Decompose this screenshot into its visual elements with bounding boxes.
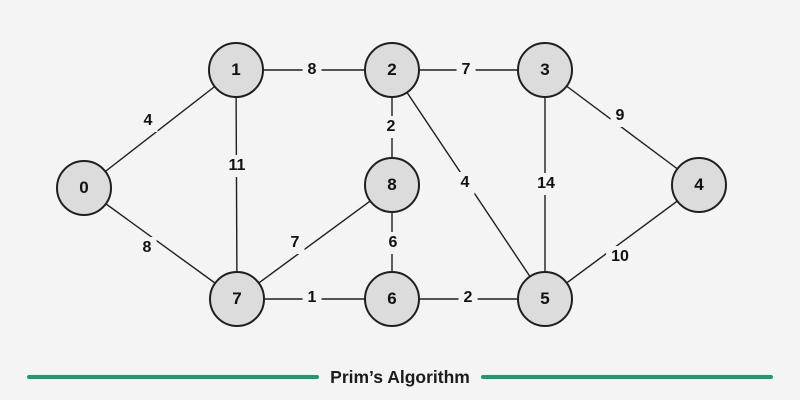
edge-weight-label-3-4: 9 [610,105,630,127]
graph-node-2: 2 [364,42,420,98]
edge-weight-label-1-7: 11 [223,155,251,177]
edge-weight-label-3-5: 14 [532,173,560,195]
graph-node-0: 0 [56,160,112,216]
edge-weight-label-2-5: 4 [455,172,475,194]
edge-weight-label-1-2: 8 [302,59,322,81]
graph-edge-0-7 [83,187,238,300]
caption-row: Prim’s Algorithm [27,365,774,389]
edge-weight-label-6-7: 1 [302,287,322,309]
diagram-title: Prim’s Algorithm [330,366,470,387]
edge-weight-label-4-5: 10 [606,246,634,268]
graph-node-8: 8 [364,157,420,213]
divider-line-right [480,375,774,379]
graph-node-6: 6 [364,271,420,327]
graph-edge-4-5 [544,184,700,300]
graph-node-5: 5 [517,271,573,327]
edge-weight-label-6-8: 6 [383,232,403,254]
graph-node-4: 4 [671,157,727,213]
graph-edge-7-8 [236,184,393,300]
edge-weight-label-2-3: 7 [456,59,476,81]
edge-weight-label-2-8: 2 [381,116,401,138]
edge-weight-label-7-8: 7 [285,232,305,254]
graph-node-1: 1 [208,42,264,98]
edge-weight-label-5-6: 2 [458,287,478,309]
graph-edge-0-1 [83,69,237,189]
graph-node-7: 7 [209,271,265,327]
graph-edge-1-7 [235,69,238,300]
edge-weight-label-0-7: 8 [137,237,157,259]
graph-node-3: 3 [517,42,573,98]
divider-line-left [27,375,320,379]
edge-weight-label-0-1: 4 [138,110,158,132]
graph-edge-3-4 [544,69,700,186]
